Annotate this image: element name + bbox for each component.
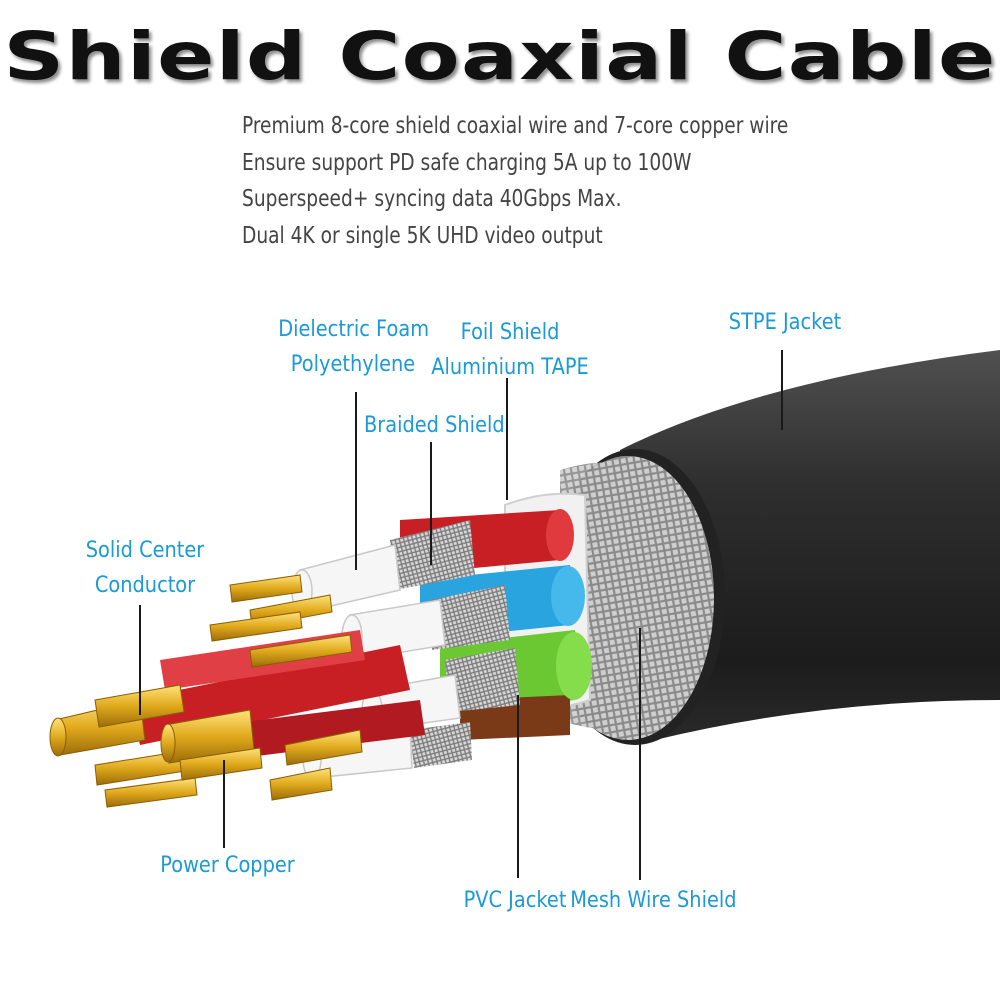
label-mesh-wire-shield: Mesh Wire Shield	[570, 888, 737, 913]
braided-shield	[390, 520, 520, 768]
feature-item: Premium 8-core shield coaxial wire and 7…	[242, 113, 789, 139]
label-solid-center: Solid Center Conductor	[79, 533, 211, 603]
label-dielectric-foam-line2: Polyethylene	[290, 352, 416, 377]
label-solid-center-line1: Solid Center	[85, 538, 205, 563]
feature-item: Dual 4K or single 5K UHD video output	[242, 222, 603, 249]
page-title: Shield Coaxial Cable	[3, 18, 997, 95]
label-stpe-jacket: STPE Jacket	[728, 310, 842, 335]
label-solid-center-line2: Conductor	[94, 573, 196, 598]
leader-lines	[139, 350, 783, 880]
label-pvc-jacket: PVC Jacket	[463, 888, 567, 913]
feature-list: Premium 8-core shield coaxial wire and 7…	[242, 108, 788, 254]
label-dielectric-foam-line1: Dielectric Foam	[278, 317, 430, 342]
label-dielectric-foam: Dielectric Foam Polyethylene	[278, 312, 430, 382]
label-braided-shield: Braided Shield	[364, 413, 505, 438]
label-power-copper: Power Copper	[160, 853, 295, 878]
label-foil-shield: Foil Shield Aluminium TAPE	[431, 315, 589, 385]
label-foil-shield-line1: Foil Shield	[460, 320, 560, 345]
feature-item: Ensure support PD safe charging 5A up to…	[242, 149, 692, 176]
feature-item: Superspeed+ syncing data 40Gbps Max.	[242, 186, 622, 212]
label-foil-shield-line2: Aluminium TAPE	[431, 355, 589, 380]
